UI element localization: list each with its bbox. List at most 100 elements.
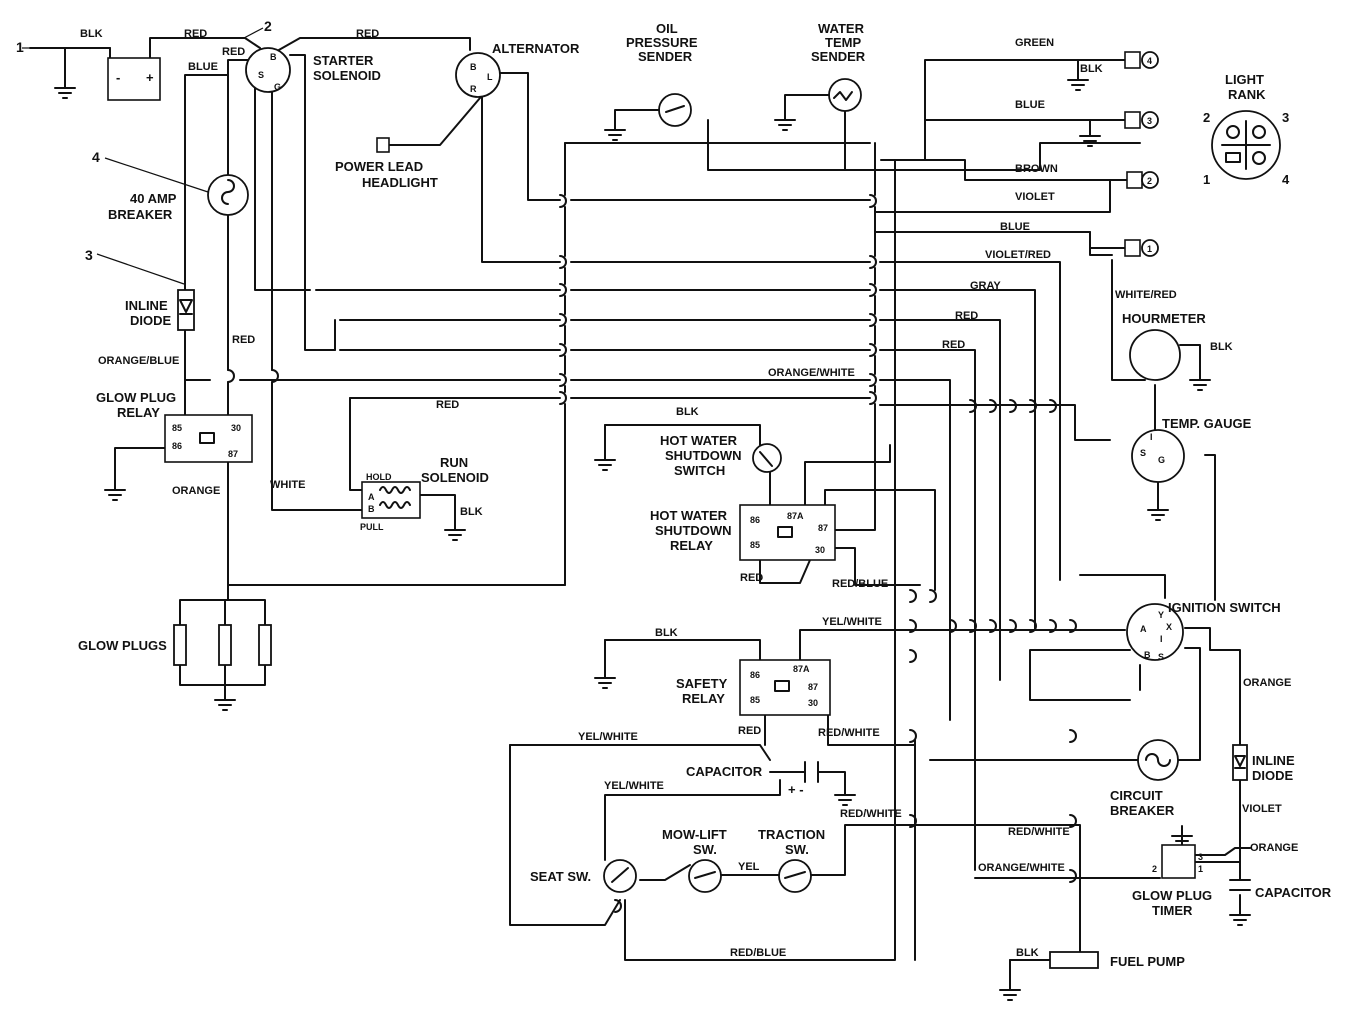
circuit-breaker-label-1: CIRCUIT [1110,788,1163,803]
wire-orange-ign: ORANGE [1243,677,1291,689]
safety-relay-87: 87 [808,682,818,692]
breaker-label-1: 40 AMP [130,191,177,206]
oil-sender-label-3: SENDER [638,49,693,64]
battery-minus-label: - [116,70,120,85]
safety-relay-85: 85 [750,695,760,705]
temp-gauge-label: TEMP. GAUGE [1162,416,1252,431]
glow-plug-timer: 2 3 1 [1152,844,1203,879]
breaker-40a [207,174,249,216]
capacitor-label: CAPACITOR [686,764,763,779]
wire-orange: ORANGE [172,485,220,497]
plug2-label: 2 [1147,176,1152,186]
circuit-breaker [1137,739,1179,781]
glow-plug-relay: 85 86 30 87 [164,414,253,463]
diode2-label-2: DIODE [1252,768,1294,783]
glow-plugs-label: GLOW PLUGS [78,638,167,653]
ig-a-pin: A [1140,624,1147,634]
wire-violet-diode: VIOLET [1242,803,1282,815]
wire-blk-c4: BLK [1080,63,1103,75]
hourmeter-label: HOURMETER [1122,311,1206,326]
wire-red-blue-b: RED/BLUE [730,947,786,959]
water-sender-label-1: WATER [818,21,865,36]
circuit-breaker-label-2: BREAKER [1110,803,1175,818]
timer-label-2: TIMER [1152,903,1193,918]
diode-label-1: INLINE [125,298,168,313]
tg-i-pin: I [1150,432,1153,442]
seat-switch-label: SEAT SW. [530,869,591,884]
gp-relay-label-1: GLOW PLUG [96,390,176,405]
hw-relay-label-1: HOT WATER [650,508,728,523]
wire-white: WHITE [270,479,305,491]
fuel-pump-label: FUEL PUMP [1110,954,1185,969]
wire-orange-blue: ORANGE/BLUE [98,355,179,367]
power-lead-label-2: HEADLIGHT [362,175,438,190]
wire-brown: BROWN [1015,163,1058,175]
light-rank-2-label: 2 [1203,110,1210,125]
safety-relay-30: 30 [808,698,818,708]
light-connectors: 4 3 2 1 [1124,51,1159,257]
hw-switch-label-1: HOT WATER [660,433,738,448]
gp-relay-30: 30 [231,423,241,433]
alternator-r-pin: R [470,84,477,94]
hourmeter [1129,329,1181,381]
traction-label-1: TRACTION [758,827,825,842]
solenoid-b-pin: B [270,52,277,62]
power-lead-label-1: POWER LEAD [335,159,423,174]
run-b-pin: B [368,504,375,514]
safety-relay-87a: 87A [793,664,810,674]
diode2-label-1: INLINE [1252,753,1295,768]
wire-layer [22,27,1251,1001]
hw-switch-label-2: SHUTDOWN [665,448,742,463]
wire-gray: GRAY [970,280,1001,292]
light-rank-label-2: RANK [1228,87,1266,102]
wire-violet: VIOLET [1015,191,1055,203]
water-temp-sender [774,78,862,131]
starter-solenoid: B S G [245,47,291,93]
callout-1: 1 [16,39,24,55]
oil-pressure-sender [604,93,692,141]
capacitor-1: + - [788,761,819,797]
hw-switch-label-3: SWITCH [674,463,725,478]
solenoid-g-pin: G [274,82,281,92]
temp-gauge: I S G [1131,429,1185,483]
diode-label-2: DIODE [130,313,172,328]
wire-orange-timer: ORANGE [1250,842,1298,854]
battery: - + [107,57,161,101]
pull-label: PULL [360,522,384,532]
power-lead-terminal [376,137,390,153]
wire-red-top1: RED [184,28,207,40]
hw-relay-86: 86 [750,515,760,525]
hot-water-shutdown-relay: 86 85 87A 87 30 [739,504,836,561]
alternator: B L R [455,52,501,98]
plug4-label: 4 [1147,56,1152,66]
mow-lift-switch [688,859,722,893]
glow-plugs [173,624,272,666]
wire-orange-white: ORANGE/WHITE [768,367,855,379]
breaker-label-2: BREAKER [108,207,173,222]
wire-blue-left: BLUE [188,61,218,73]
safety-relay-label-1: SAFETY [676,676,728,691]
tg-s-pin: S [1140,448,1146,458]
hw-relay-87a: 87A [787,511,804,521]
wire-orange-white-b: ORANGE/WHITE [978,862,1065,874]
wire-red-top3: RED [356,28,379,40]
ig-b-pin: B [1144,650,1151,660]
alternator-b-pin: B [470,62,477,72]
wire-blk-run: BLK [460,506,483,518]
wire-red-top2: RED [222,46,245,58]
callout-3: 3 [85,247,93,263]
traction-switch [778,859,812,893]
wire-red-blue: RED/BLUE [832,578,888,590]
battery-plus-label: + [146,70,154,85]
run-solenoid-label-1: RUN [440,455,468,470]
light-rank-3-label: 3 [1282,110,1289,125]
wire-blue-c3: BLUE [1015,99,1045,111]
water-sender-label-3: SENDER [811,49,866,64]
alternator-label: ALTERNATOR [492,41,580,56]
timer-label-1: GLOW PLUG [1132,888,1212,903]
hold-label: HOLD [366,472,392,482]
callout-2: 2 [264,18,272,34]
light-rank-label-1: LIGHT [1225,72,1264,87]
timer-2-pin: 2 [1152,864,1157,874]
run-solenoid: A B [361,481,421,519]
